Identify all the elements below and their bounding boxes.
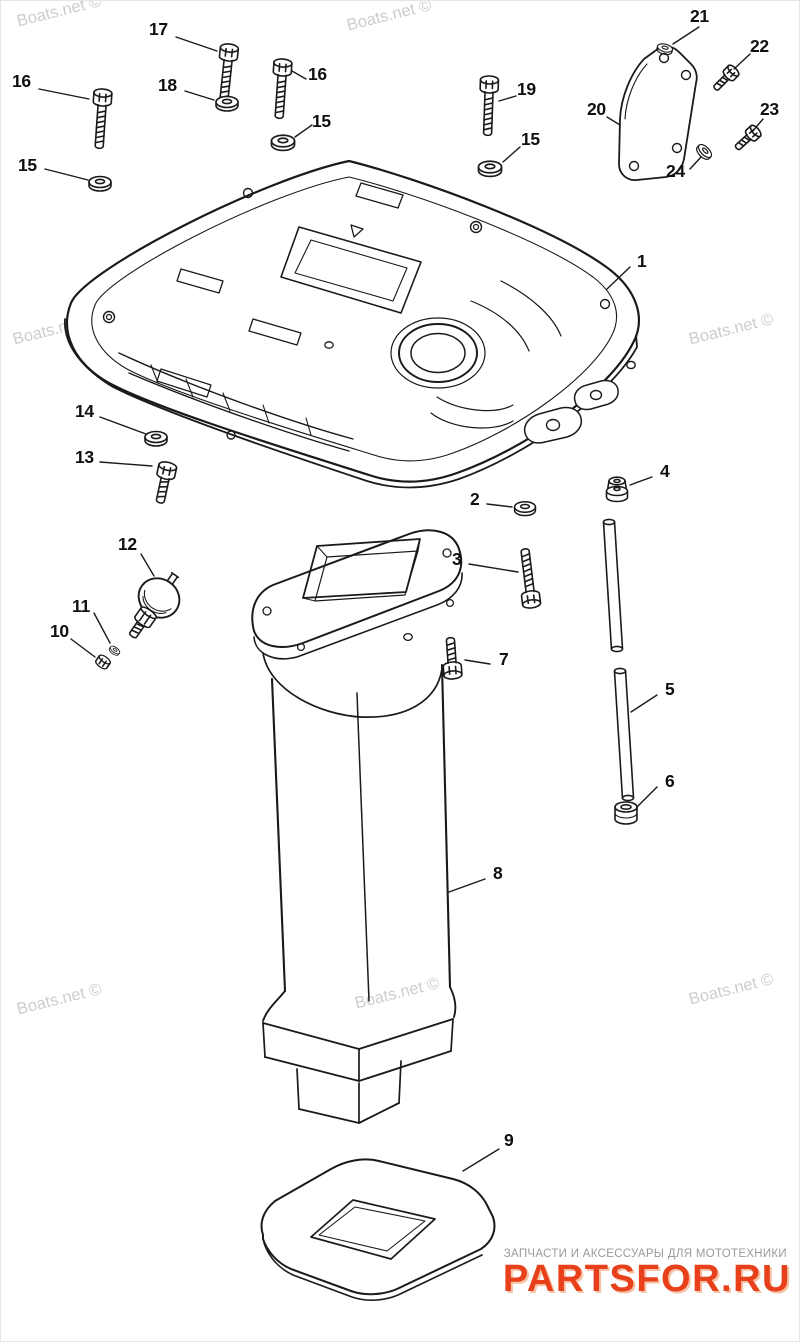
callout-8: 8 — [493, 863, 503, 883]
callout-3: 3 — [452, 549, 462, 569]
bolt-19 — [477, 74, 500, 137]
grommet-6 — [614, 801, 638, 825]
leader-lines — [38, 26, 764, 1172]
callout-11: 11 — [72, 596, 90, 616]
bolt-23 — [731, 122, 764, 155]
part-1-adapter-plate — [64, 159, 641, 489]
callout-5: 5 — [665, 679, 675, 699]
bolt-13 — [150, 459, 179, 506]
callout-15-top: 15 — [312, 111, 331, 131]
bolt-16-left — [89, 87, 113, 150]
grommet-4 — [605, 476, 629, 503]
washer-15-left — [88, 175, 112, 192]
callout-23: 23 — [760, 99, 779, 119]
washer-11 — [107, 644, 122, 658]
callout-15-left: 15 — [18, 155, 37, 175]
callout-1: 1 — [637, 251, 647, 271]
washer-24 — [693, 141, 715, 163]
partsfor-logo: PARTSFOR.RU — [502, 1258, 791, 1300]
callout-13: 13 — [75, 447, 94, 467]
bolt-17 — [213, 42, 240, 105]
callout-7: 7 — [499, 649, 509, 669]
callout-17: 17 — [149, 19, 168, 39]
callout-22: 22 — [750, 36, 769, 56]
callout-21: 21 — [690, 6, 709, 26]
callout-9: 9 — [504, 1130, 514, 1150]
callout-19: 19 — [517, 79, 536, 99]
washer-18 — [215, 95, 239, 112]
bolt-16-top — [269, 57, 293, 120]
callout-14: 14 — [75, 401, 94, 421]
footer-tagline: ЗАПЧАСТИ И АКСЕССУАРЫ ДЛЯ МОТОТЕХНИКИ — [503, 1248, 787, 1260]
part-20-bracket — [618, 45, 698, 181]
washer-2 — [513, 501, 537, 517]
screw-7 — [440, 636, 463, 681]
callout-24: 24 — [666, 161, 685, 181]
part-8-exhaust-tube — [251, 529, 463, 1124]
callout-10: 10 — [50, 621, 69, 641]
callout-16-left: 16 — [12, 71, 31, 91]
callout-15-right: 15 — [521, 129, 540, 149]
tube-5 — [602, 518, 635, 802]
nut-10 — [95, 654, 111, 670]
callout-12: 12 — [118, 534, 137, 554]
bolt-3 — [515, 547, 542, 610]
callout-2: 2 — [470, 489, 480, 509]
washer-14 — [144, 430, 168, 447]
callout-16-top: 16 — [308, 64, 327, 84]
callout-6: 6 — [665, 771, 675, 791]
washer-15-right — [477, 160, 503, 178]
sensor-12 — [128, 571, 181, 639]
callout-18: 18 — [158, 75, 177, 95]
washer-15-top — [270, 134, 296, 152]
callout-20: 20 — [587, 99, 606, 119]
callout-4: 4 — [660, 461, 670, 481]
part-9-gasket — [260, 1158, 496, 1301]
